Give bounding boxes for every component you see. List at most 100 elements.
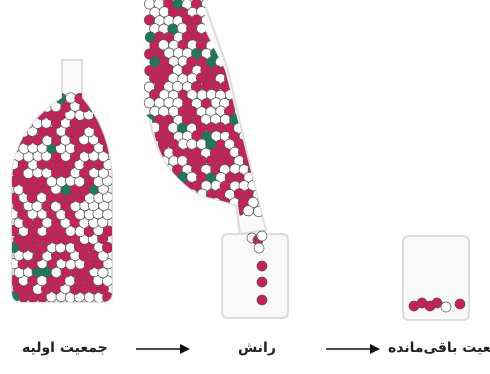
red-bead bbox=[103, 110, 113, 120]
white-bead bbox=[216, 7, 226, 17]
red-bead bbox=[168, 189, 178, 199]
red-bead bbox=[178, 206, 188, 216]
white-bead bbox=[229, 65, 239, 75]
red-bead bbox=[220, 0, 230, 9]
red-bead bbox=[33, 102, 43, 112]
red-bead bbox=[164, 181, 174, 191]
red-bead bbox=[239, 98, 249, 108]
red-bead bbox=[239, 49, 249, 59]
red-bead bbox=[225, 41, 235, 51]
red-bead bbox=[253, 123, 263, 133]
white-bead bbox=[249, 81, 259, 91]
white-bead bbox=[13, 101, 23, 111]
red-bead bbox=[150, 206, 160, 216]
red-bead bbox=[37, 93, 47, 103]
red-bead bbox=[257, 261, 267, 271]
white-bead bbox=[224, 206, 234, 216]
green-bead bbox=[168, 206, 178, 216]
white-bead bbox=[191, 197, 201, 207]
white-bead bbox=[243, 206, 253, 216]
white-bead bbox=[244, 90, 254, 100]
red-bead bbox=[253, 7, 263, 17]
red-bead bbox=[225, 23, 235, 33]
white-bead bbox=[248, 66, 258, 76]
white-bead bbox=[215, 23, 225, 33]
white-bead bbox=[183, 198, 193, 208]
white-bead bbox=[238, 15, 248, 25]
white-bead bbox=[248, 32, 258, 42]
white-bead bbox=[244, 57, 254, 67]
white-bead bbox=[238, 32, 248, 42]
initial-population-label: جمعیت اولیه bbox=[22, 340, 108, 356]
red-bead bbox=[455, 299, 465, 309]
white-bead bbox=[248, 131, 258, 141]
white-bead bbox=[253, 40, 263, 50]
white-bead bbox=[23, 118, 33, 128]
white-bead bbox=[244, 106, 254, 116]
bottle-beads bbox=[144, 0, 264, 217]
red-bead bbox=[187, 206, 197, 216]
white-bead bbox=[216, 206, 226, 216]
right-arrow-icon bbox=[326, 344, 380, 354]
white-bead bbox=[159, 189, 169, 199]
red-bead bbox=[150, 173, 160, 183]
white-bead bbox=[210, 0, 220, 9]
white-bead bbox=[145, 181, 155, 191]
white-bead bbox=[196, 206, 206, 216]
red-bead bbox=[28, 93, 38, 103]
red-bead bbox=[145, 164, 155, 174]
red-bead bbox=[257, 295, 267, 305]
white-bead bbox=[253, 156, 263, 166]
white-bead bbox=[235, 89, 245, 99]
white-bead bbox=[253, 140, 263, 150]
white-bead bbox=[150, 157, 160, 167]
red-bead bbox=[234, 73, 244, 83]
white-bead bbox=[244, 73, 254, 83]
red-bead bbox=[257, 277, 267, 287]
green-bead bbox=[253, 90, 263, 100]
white-bead bbox=[239, 82, 249, 92]
white-bead bbox=[18, 110, 28, 120]
drift-cup bbox=[222, 231, 288, 318]
green-bead bbox=[9, 110, 19, 120]
red-bead bbox=[220, 31, 230, 41]
white-bead bbox=[257, 231, 267, 241]
white-bead bbox=[173, 197, 183, 207]
white-bead bbox=[248, 98, 258, 108]
red-bead bbox=[239, 0, 249, 9]
white-bead bbox=[244, 40, 254, 50]
white-bead bbox=[253, 24, 263, 34]
white-bead bbox=[229, 49, 239, 59]
right-arrow-icon bbox=[136, 344, 190, 354]
white-bead bbox=[230, 32, 240, 42]
white-bead bbox=[441, 302, 451, 312]
white-bead bbox=[221, 16, 231, 26]
remaining-cup bbox=[403, 236, 469, 320]
white-bead bbox=[197, 189, 207, 199]
red-bead bbox=[244, 7, 254, 17]
white-bead bbox=[23, 102, 33, 112]
red-bead bbox=[239, 65, 249, 75]
red-bead bbox=[93, 94, 103, 104]
red-bead bbox=[102, 242, 112, 252]
red-bead bbox=[432, 298, 442, 308]
drift-label: رانش bbox=[238, 340, 276, 356]
red-bead bbox=[155, 181, 165, 191]
initial-beads bbox=[8, 93, 114, 303]
white-bead bbox=[159, 172, 169, 182]
white-bead bbox=[18, 94, 28, 104]
white-bead bbox=[225, 7, 235, 17]
remaining-population-label: جمعیت باقی‌مانده bbox=[388, 340, 490, 356]
white-bead bbox=[248, 115, 258, 125]
white-bead bbox=[244, 123, 254, 133]
white-bead bbox=[206, 206, 216, 216]
red-bead bbox=[178, 189, 188, 199]
white-bead bbox=[234, 40, 244, 50]
white-bead bbox=[230, 15, 240, 25]
white-bead bbox=[154, 164, 164, 174]
white-bead bbox=[145, 198, 155, 208]
initial-bottle bbox=[8, 60, 114, 303]
red-bead bbox=[253, 73, 263, 83]
red-bead bbox=[84, 93, 94, 103]
